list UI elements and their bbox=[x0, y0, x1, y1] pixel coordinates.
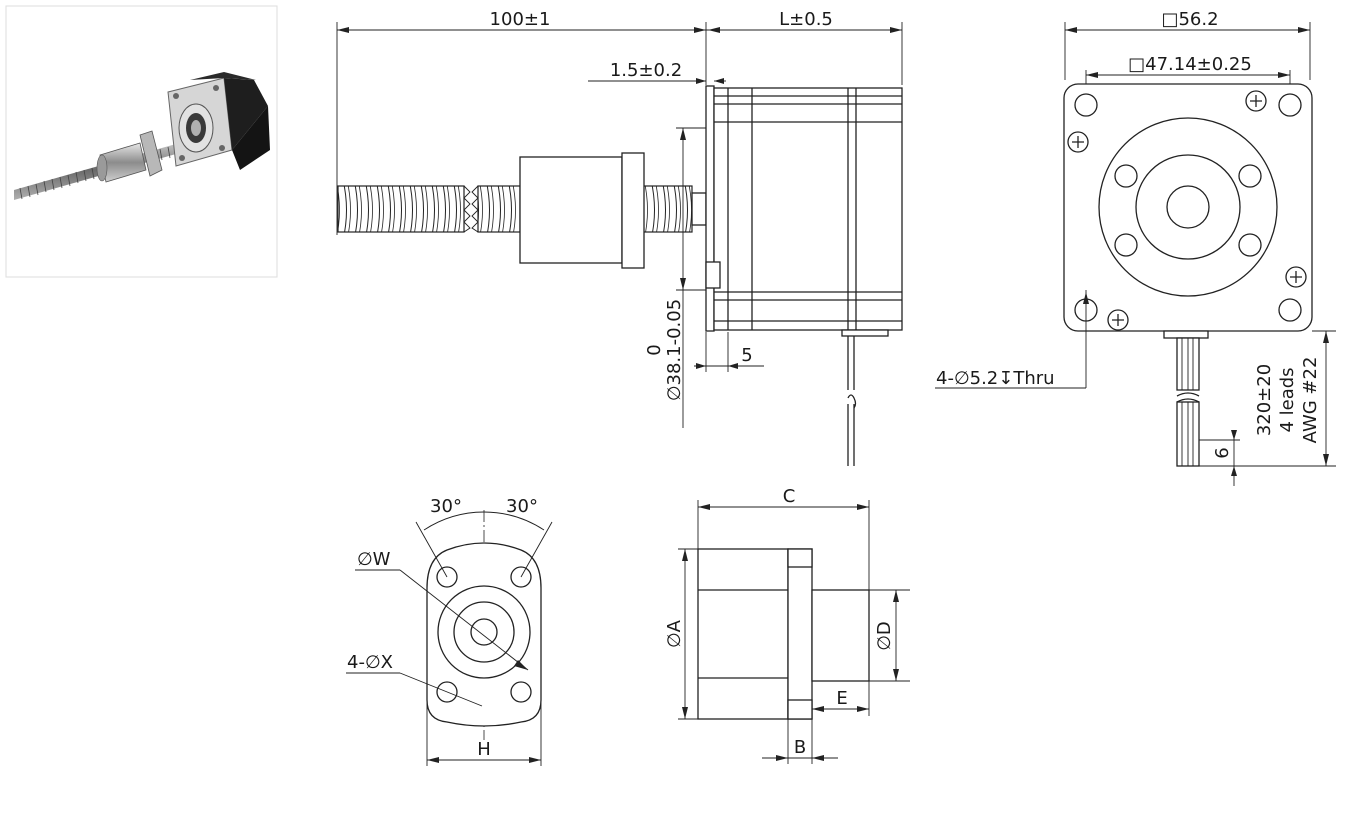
screw-icon bbox=[1067, 131, 1089, 153]
nut-neck-diameter-label: ∅D bbox=[874, 621, 895, 651]
dim-length-body: L±0.5 bbox=[779, 9, 833, 30]
dim-boss-height: 5 bbox=[741, 345, 752, 366]
dim-length-shaft: 100±1 bbox=[490, 9, 551, 30]
screw-icon bbox=[1245, 90, 1267, 112]
dim-lead-gauge: AWG #22 bbox=[1300, 357, 1321, 444]
dim-frame-size: □56.2 bbox=[1161, 9, 1218, 30]
screw-icon bbox=[1107, 309, 1129, 331]
nut-diameter-label: ∅A bbox=[664, 619, 685, 648]
nut-length-label: C bbox=[783, 486, 796, 507]
nut-body bbox=[697, 548, 789, 720]
dim-lead-length: 320±20 bbox=[1254, 364, 1275, 436]
mount-hole-tr bbox=[1278, 93, 1302, 117]
nut-pcd-label: ∅W bbox=[357, 549, 391, 570]
angle-left: 30° bbox=[430, 496, 462, 517]
nut-flange-thickness-label: B bbox=[794, 737, 806, 758]
side-motor-body bbox=[705, 85, 903, 337]
dim-flange-thickness: 1.5±0.2 bbox=[610, 60, 682, 81]
dim-strip-length: 6 bbox=[1212, 447, 1233, 458]
photo-nut bbox=[96, 130, 163, 183]
dim-boss-diameter: ∅38.1-0.05 bbox=[664, 299, 685, 401]
product-photo bbox=[5, 5, 278, 278]
dim-hole-spacing: □47.14±0.25 bbox=[1128, 54, 1252, 75]
front-leads bbox=[1163, 330, 1209, 467]
nut-width-label: H bbox=[477, 739, 491, 760]
nut-front-view: 30° 30° ∅W 4-∅X H bbox=[346, 496, 553, 766]
side-lead-screw bbox=[337, 185, 707, 233]
angle-right: 30° bbox=[506, 496, 538, 517]
side-lead-wire bbox=[847, 336, 857, 466]
nut-holes-label: 4-∅X bbox=[347, 652, 393, 673]
nut-neck bbox=[811, 589, 870, 682]
dim-mount-holes: 4-∅5.2↧Thru bbox=[936, 368, 1055, 389]
dim-boss-upper-tol: 0 bbox=[644, 344, 665, 355]
front-view: □56.2 □47.14±0.25 bbox=[935, 9, 1336, 486]
photo-motor bbox=[167, 72, 270, 170]
nut-bore bbox=[470, 618, 498, 646]
front-shaft bbox=[1166, 185, 1210, 229]
nut-side-view: C ∅A ∅D E B bbox=[664, 486, 910, 764]
dim-lead-count: 4 leads bbox=[1277, 367, 1298, 432]
side-nut bbox=[519, 152, 645, 269]
side-view: 100±1 L±0.5 1.5±0.2 0 ∅38.1-0.05 5 bbox=[336, 9, 903, 466]
nut-neck-length-label: E bbox=[836, 688, 847, 709]
screw-icon bbox=[1285, 266, 1307, 288]
mount-hole-br bbox=[1278, 298, 1302, 322]
mount-hole-tl bbox=[1074, 93, 1098, 117]
